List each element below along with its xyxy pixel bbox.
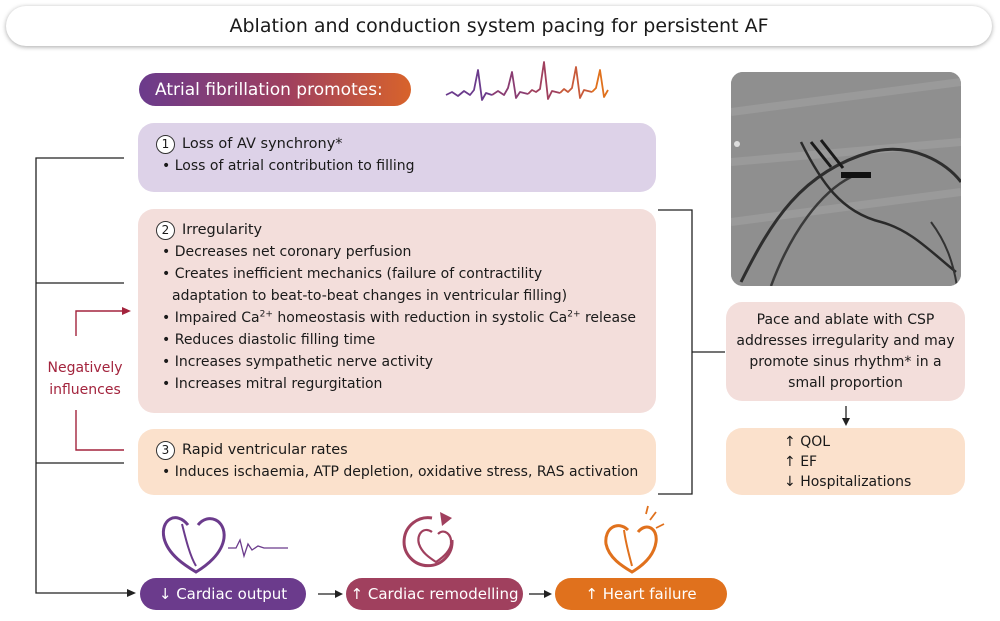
bullet-item: • Induces ischaemia, ATP depletion, oxid…: [162, 464, 639, 480]
outcome-item: ↑ QOL: [784, 434, 831, 450]
box-heading: Rapid ventricular rates: [182, 442, 348, 458]
bullet-item-calcium: • Impaired Ca2+ homeostasis with reducti…: [162, 309, 637, 326]
box-heading: Irregularity: [182, 222, 263, 238]
heart-remodelling-icon: [402, 512, 454, 568]
outcomes-box: ↑ QOL ↑ EF ↓ Hospitalizations: [726, 428, 965, 495]
box-number: 2: [156, 220, 175, 240]
bullet-item: • Reduces diastolic filling time: [162, 332, 376, 348]
bullet-item: • Loss of atrial contribution to filling: [162, 158, 415, 174]
heart-failure-icon: [604, 505, 665, 574]
bullet-item: • Decreases net coronary perfusion: [162, 244, 412, 260]
page-title: Ablation and conduction system pacing fo…: [229, 15, 769, 37]
box-number: 1: [156, 134, 175, 154]
promotes-label: Atrial fibrillation promotes:: [155, 79, 383, 100]
negatively-influences-label: Negatively influences: [47, 360, 123, 398]
pace-ablate-text: Pace and ablate with CSP addresses irreg…: [736, 312, 955, 391]
bullet-item: • Creates inefficient mechanics (failure…: [162, 266, 568, 304]
box-heading: Loss of AV synchrony: [182, 136, 336, 152]
box-number: 3: [156, 440, 175, 460]
asterisk-mark: *: [335, 136, 343, 152]
bullet-item: • Increases sympathetic nerve activity: [162, 354, 434, 370]
fluoroscopy-image: [731, 72, 961, 286]
promotes-label-pill: Atrial fibrillation promotes:: [139, 73, 411, 106]
outcome-item: ↓ Hospitalizations: [784, 474, 912, 490]
up-arrow-icon: ↑: [784, 434, 796, 450]
cardiac-output-pill: ↓ Cardiac output: [140, 578, 306, 610]
title-bar: Ablation and conduction system pacing fo…: [6, 6, 992, 46]
pace-ablate-box: Pace and ablate with CSP addresses irreg…: [726, 302, 965, 401]
heart-ecg-icon: [161, 516, 288, 574]
effect-box-3: 3 Rapid ventricular rates • Induces ischa…: [138, 429, 656, 495]
cardiac-remodelling-pill: ↑ Cardiac remodelling: [346, 578, 523, 610]
ecg-waveform-icon: [445, 61, 609, 101]
outcome-item: ↑ EF: [784, 454, 818, 470]
up-arrow-icon: ↑: [350, 585, 364, 603]
down-arrow-icon: ↓: [158, 585, 172, 603]
effect-box-1: 1 Loss of AV synchrony* • Loss of atrial …: [138, 123, 656, 192]
up-arrow-icon: ↑: [784, 454, 796, 470]
heart-failure-pill: ↑ Heart failure: [555, 578, 727, 610]
down-arrow-icon: ↓: [784, 474, 796, 490]
effect-box-2: 2 Irregularity • Decreases net coronary p…: [138, 209, 656, 413]
up-arrow-icon: ↑: [585, 585, 598, 603]
bullet-item: • Increases mitral regurgitation: [162, 376, 383, 392]
